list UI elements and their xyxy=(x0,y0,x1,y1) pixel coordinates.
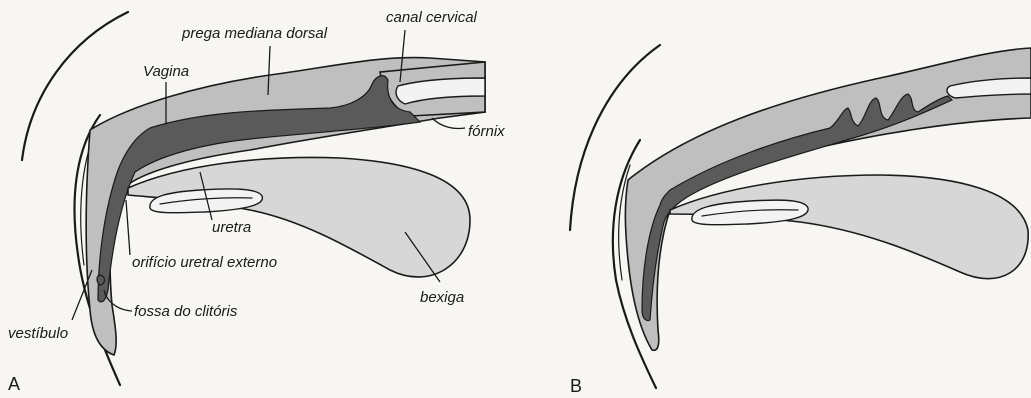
panel-letter-a: A xyxy=(8,374,20,394)
leader-orificio xyxy=(126,200,130,255)
label-prega-mediana-dorsal: prega mediana dorsal xyxy=(181,25,328,42)
label-vagina: Vagina xyxy=(143,63,189,80)
label-uretra: uretra xyxy=(212,219,251,236)
panel-b: B xyxy=(570,45,1031,396)
label-fossa-do-clitoris: fossa do clitóris xyxy=(134,303,238,320)
label-canal-cervical: canal cervical xyxy=(386,9,478,26)
label-fornix: fórnix xyxy=(468,123,505,140)
label-vestibulo: vestíbulo xyxy=(8,325,68,342)
label-orificio-uretral-externo: orifício uretral externo xyxy=(132,254,277,271)
panel-letter-b: B xyxy=(570,376,582,396)
panel-a: canal cervical prega mediana dorsal Vagi… xyxy=(8,9,505,394)
clitoral-fossa-a xyxy=(97,275,105,285)
label-bexiga: bexiga xyxy=(420,289,464,306)
leader-fornix xyxy=(432,118,465,129)
bladder-b xyxy=(670,175,1028,279)
